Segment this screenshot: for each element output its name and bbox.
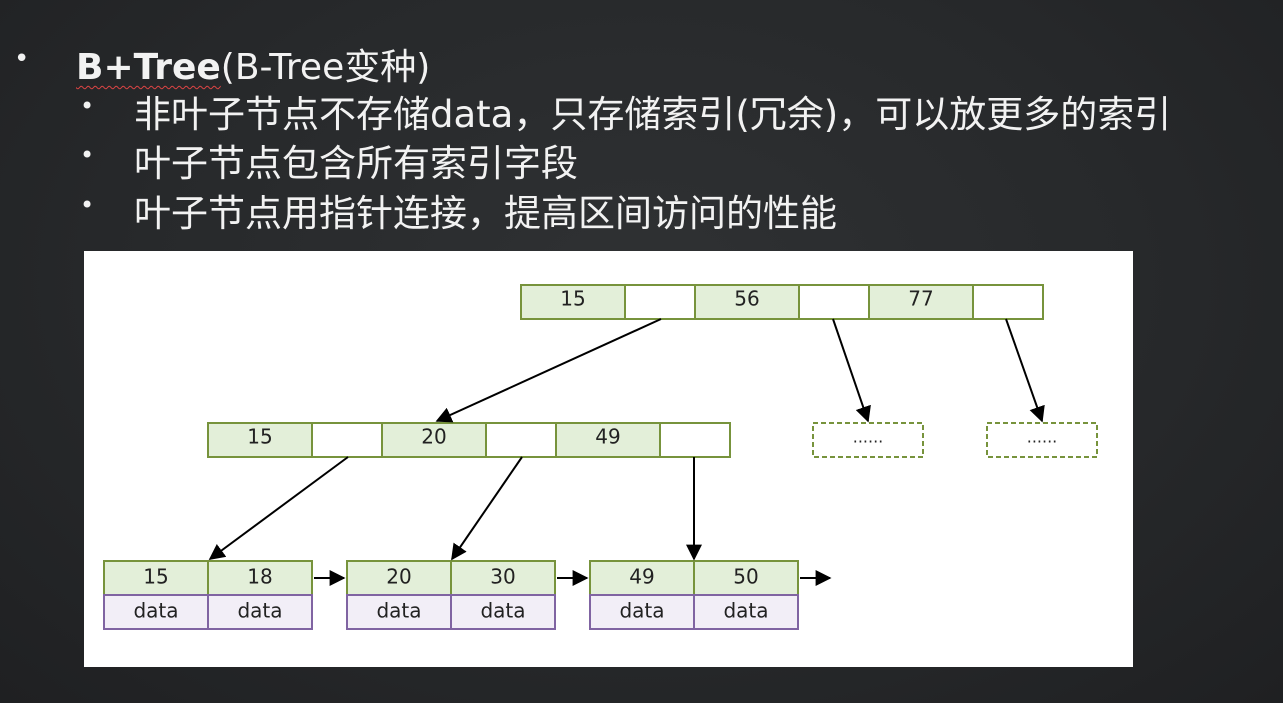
bullet-dot: •: [80, 92, 95, 120]
internal-key-cell: [207, 422, 313, 458]
leaf-data-label: data: [619, 599, 664, 623]
arrow-root-to-placeholder: [1005, 318, 1045, 423]
root-key-cell: [868, 284, 974, 320]
root-key-label: 56: [734, 287, 759, 311]
internal-pointer-cell: [485, 422, 557, 458]
placeholder-label: ......: [853, 428, 884, 447]
bullet-dot: •: [14, 44, 30, 74]
leaf-key-cell: [589, 560, 695, 596]
arrow-internal-to-leaf: [451, 456, 523, 561]
leaf-key-label: 18: [247, 565, 272, 589]
internal-key-cell: [381, 422, 487, 458]
placeholder-node: [812, 422, 924, 458]
leaf-key-label: 15: [143, 565, 168, 589]
leaf-data-label: data: [237, 599, 282, 623]
arrow-root-to-internal: [435, 318, 662, 423]
internal-pointer-cell: [659, 422, 731, 458]
leaf-key-cell: [346, 560, 452, 596]
bullet-dot: •: [80, 141, 95, 169]
sub-bullet-text: 叶子节点包含所有索引字段: [134, 142, 578, 185]
title-rest: (B-Tree变种): [220, 47, 431, 88]
leaf-key-cell: [103, 560, 209, 596]
internal-pointer-cell: [311, 422, 383, 458]
root-key-cell: [520, 284, 626, 320]
internal-key-label: 49: [595, 425, 620, 449]
placeholder-label: ......: [1027, 428, 1058, 447]
placeholder-node: [986, 422, 1098, 458]
leaf-data-label: data: [480, 599, 525, 623]
sub-bullet-text: 叶子节点用指针连接，提高区间访问的性能: [134, 192, 837, 235]
leaf-data-cell: [346, 594, 452, 630]
leaf-data-cell: [103, 594, 209, 630]
btree-svg: 15 56 77 15 20 49............ 15 data 18 data 20 da…: [103, 284, 1098, 630]
sub-bullet-text: 非叶子节点不存储data，只存储索引(冗余)，可以放更多的索引: [134, 93, 1172, 136]
root-pointer-cell: [624, 284, 696, 320]
leaf-data-cell: [207, 594, 313, 630]
arrow-root-to-placeholder: [832, 318, 871, 423]
root-key-label: 15: [560, 287, 585, 311]
leaf-key-label: 50: [733, 565, 758, 589]
leaf-key-cell: [207, 560, 313, 596]
leaf-data-cell: [693, 594, 799, 630]
title-text: B+Tree(B-Tree变种): [76, 38, 430, 90]
leaf-data-label: data: [133, 599, 178, 623]
root-pointer-cell: [972, 284, 1044, 320]
arrow-internal-to-leaf: [208, 456, 349, 560]
root-key-cell: [694, 284, 800, 320]
leaf-key-label: 49: [629, 565, 654, 589]
bullet-dot: •: [80, 191, 95, 219]
leaf-key-label: 20: [386, 565, 411, 589]
leaf-data-cell: [450, 594, 556, 630]
root-pointer-cell: [798, 284, 870, 320]
leaf-key-cell: [450, 560, 556, 596]
internal-key-label: 15: [247, 425, 272, 449]
leaf-key-label: 30: [490, 565, 515, 589]
leaf-data-label: data: [723, 599, 768, 623]
btree-diagram: 15 56 77 15 20 49............ 15 data 18 data 20 da…: [84, 251, 1133, 667]
root-key-label: 77: [908, 287, 933, 311]
leaf-data-label: data: [376, 599, 421, 623]
internal-key-label: 20: [421, 425, 446, 449]
title-bold: B+Tree: [76, 47, 221, 88]
